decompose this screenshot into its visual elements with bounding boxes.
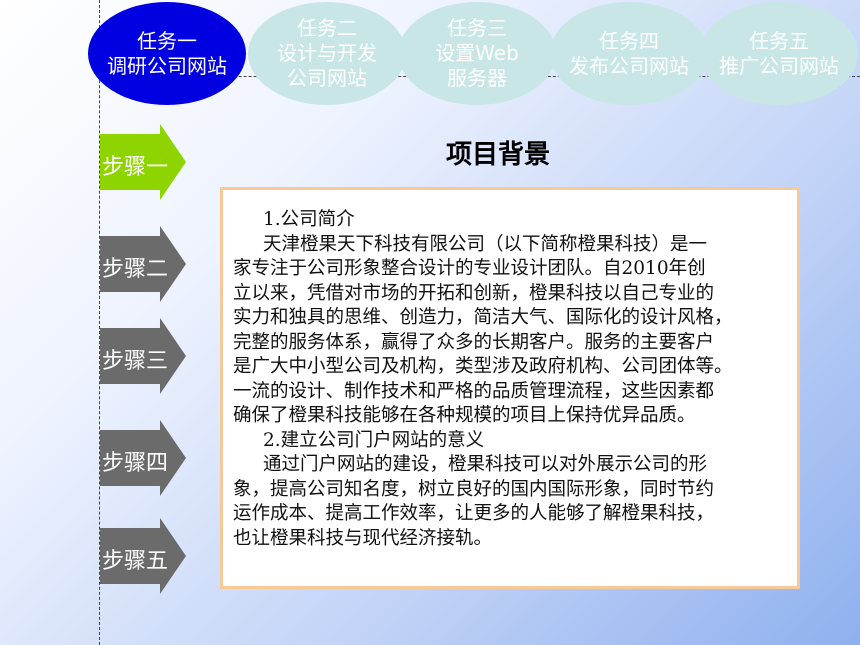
- intro-line-3: 立以来，凭借对市场的开拓和创新，橙果科技以自己专业的: [233, 282, 715, 304]
- intro-line-6: 是广大中小型公司及机构，类型涉及政府机构、公司团体等。: [233, 356, 733, 377]
- meaning-line-2: 象，提高公司知名度，树立良好的国内国际形象，同时节约: [233, 478, 715, 500]
- content-panel: 1.公司简介 天津橙果天下科技有限公司（以下简称橙果科技）是一 家专注于公司形象…: [220, 187, 800, 589]
- task-2-line3: 公司网站: [287, 66, 367, 90]
- intro-line-8: 确保了橙果科技能够在各种规模的项目上保持优异品质。: [233, 405, 696, 426]
- task-1-line2: 调研公司网站: [107, 53, 227, 78]
- task-1-line1: 任务一: [137, 28, 197, 53]
- step-1-label: 步骤一: [102, 155, 169, 180]
- arrow-right-icon: [100, 518, 186, 594]
- step-1-button[interactable]: 步骤一: [100, 124, 188, 200]
- vertical-guide-line: [99, 0, 100, 645]
- task-3-line3: 服务器: [447, 66, 507, 90]
- heading-company-intro: 1.公司简介: [263, 209, 355, 230]
- step-3-label: 步骤三: [102, 349, 169, 374]
- task-5-tab[interactable]: 任务五 推广公司网站: [700, 2, 858, 105]
- intro-line-4: 实力和独具的思维、创造力，简洁大气、国际化的设计风格，: [233, 307, 733, 328]
- step-5-button[interactable]: 步骤五: [100, 518, 188, 594]
- meaning-line-1: 通过门户网站的建设，橙果科技可以对外展示公司的形: [263, 454, 708, 475]
- task-5-line2: 推广公司网站: [719, 53, 839, 78]
- arrow-right-icon: [100, 318, 186, 394]
- content-text: 1.公司简介 天津橙果天下科技有限公司（以下简称橙果科技）是一 家专注于公司形象…: [233, 208, 801, 551]
- step-3-button[interactable]: 步骤三: [100, 318, 188, 394]
- step-4-button[interactable]: 步骤四: [100, 420, 188, 496]
- step-2-button[interactable]: 步骤二: [100, 226, 188, 302]
- intro-line-2: 家专注于公司形象整合设计的专业设计团队。自2010年创: [233, 258, 706, 279]
- step-5-label: 步骤五: [102, 549, 169, 574]
- task-2-line1: 任务二: [297, 16, 357, 40]
- arrow-right-icon: [100, 226, 186, 302]
- task-4-tab[interactable]: 任务四 发布公司网站: [550, 2, 708, 105]
- step-2-label: 步骤二: [102, 257, 169, 282]
- intro-line-1: 天津橙果天下科技有限公司（以下简称橙果科技）是一: [263, 233, 708, 255]
- task-3-tab[interactable]: 任务三 设置Web 服务器: [398, 2, 556, 105]
- task-5-line1: 任务五: [749, 28, 809, 53]
- task-2-tab[interactable]: 任务二 设计与开发 公司网站: [248, 2, 406, 105]
- section-title: 项目背景: [446, 140, 551, 170]
- meaning-line-3: 运作成本、提高工作效率，让更多的人能够了解橙果科技，: [233, 503, 715, 524]
- task-4-line2: 发布公司网站: [569, 53, 689, 78]
- meaning-line-4: 也让橙果科技与现代经济接轨。: [233, 527, 493, 549]
- task-1-tab[interactable]: 任务一 调研公司网站: [88, 2, 246, 105]
- intro-line-7: 一流的设计、制作技术和严格的品质管理流程，这些因素都: [233, 380, 715, 402]
- heading-portal-meaning: 2.建立公司门户网站的意义: [263, 429, 485, 451]
- arrow-right-icon: [100, 420, 186, 496]
- arrow-right-icon: [100, 124, 186, 200]
- task-3-line1: 任务三: [447, 16, 507, 40]
- step-4-label: 步骤四: [102, 451, 169, 476]
- task-2-line2: 设计与开发: [277, 41, 377, 65]
- task-3-line2: 设置Web: [435, 41, 519, 65]
- intro-line-5: 完整的服务体系，赢得了众多的长期客户。服务的主要客户: [233, 331, 715, 353]
- task-4-line1: 任务四: [599, 28, 659, 53]
